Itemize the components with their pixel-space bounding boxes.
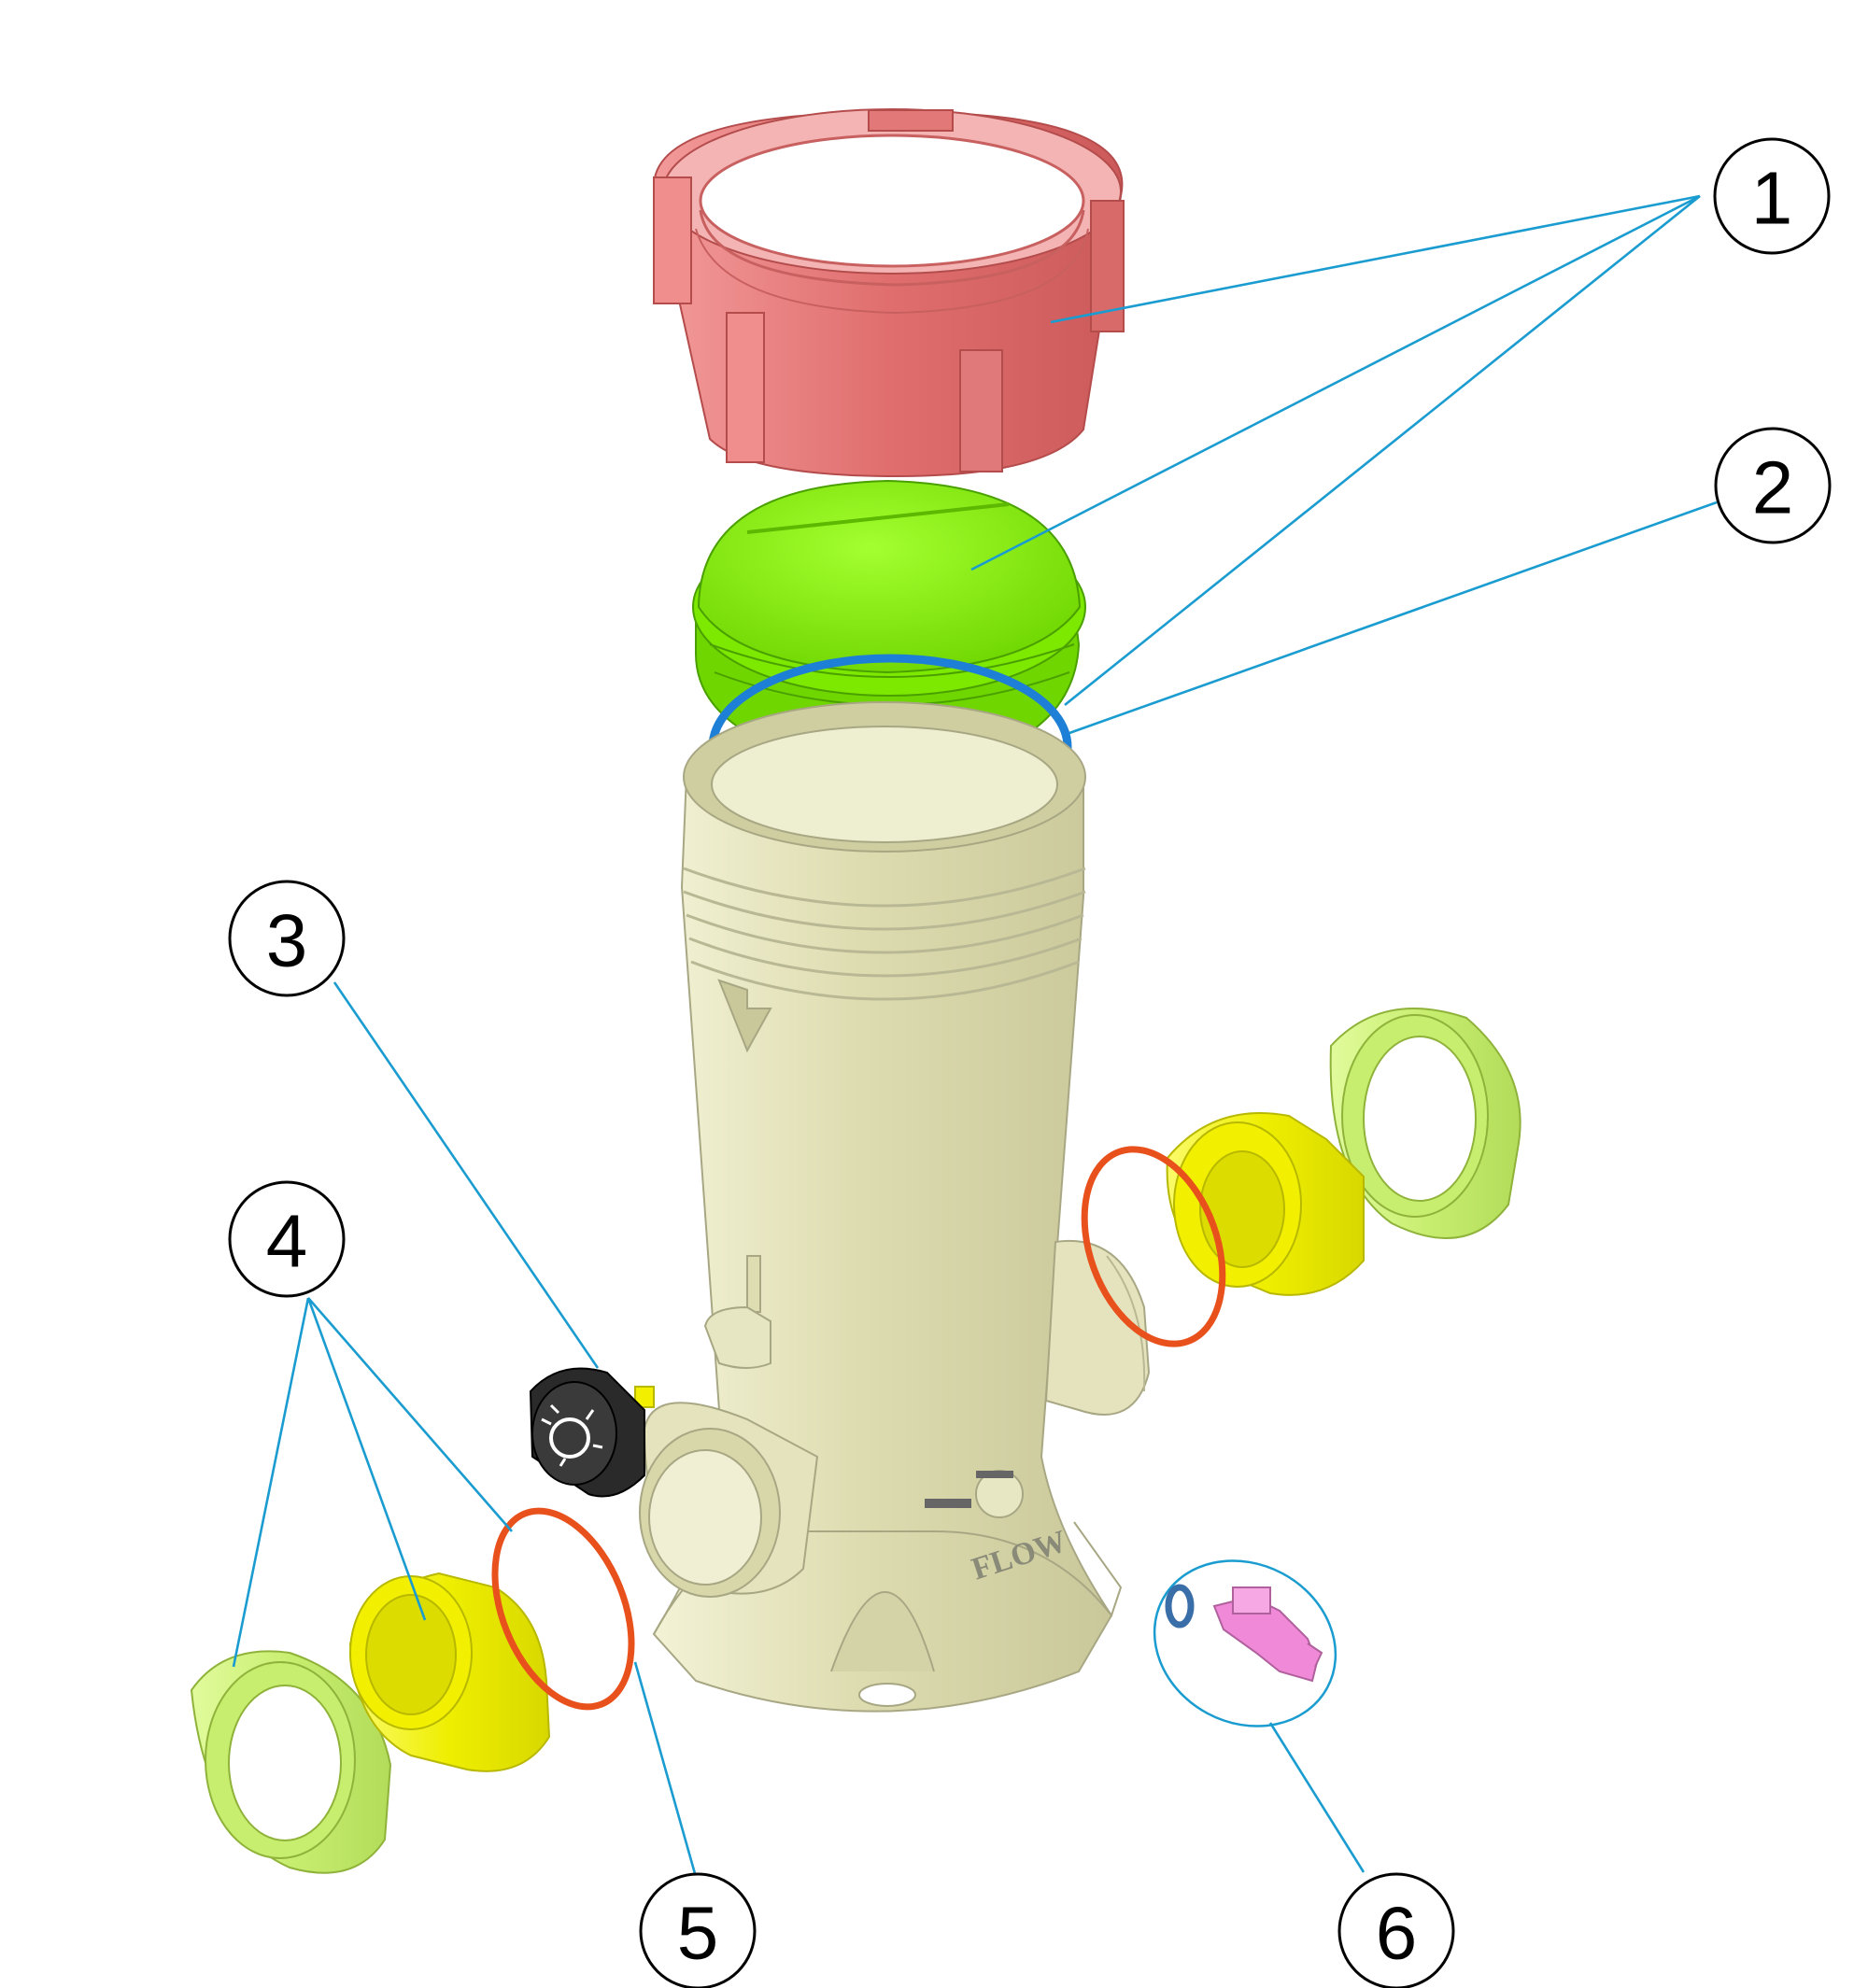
callout-2-label: 2 [1752,446,1794,529]
right-union-nut [1329,1008,1521,1239]
leader-lines [232,194,1718,1878]
leader-1-oring [1064,194,1701,707]
callout-2: 2 [1714,427,1832,544]
left-union-nut [190,1650,392,1874]
leader-3-knob [333,981,600,1369]
left-union-o-ring [491,1507,635,1711]
leader-4-nut [232,1297,310,1668]
callout-5-label: 5 [677,1892,719,1975]
drain-valve-kit [1153,1559,1337,1727]
callout-3-label: 3 [266,899,308,982]
right-union-o-ring [1081,1146,1226,1347]
leader-5-oring [633,1661,698,1878]
chlorinator-body: FLOW [639,701,1151,1713]
callout-4: 4 [228,1180,346,1298]
leader-4-oring [307,1297,513,1532]
leader-4-tail [306,1297,427,1621]
callout-6: 6 [1337,1872,1455,1988]
callout-4-label: 4 [266,1200,308,1283]
callout-1-label: 1 [1751,157,1793,240]
valve-knob [529,1367,655,1498]
leader-2-oring [1068,501,1718,735]
leader-1-ring [1050,194,1701,324]
leader-1-lid [970,194,1701,571]
leader-6-kit [1268,1722,1366,1873]
locking-ring [652,108,1125,478]
callout-6-label: 6 [1376,1892,1418,1975]
callout-3: 3 [228,880,346,997]
callout-5: 5 [639,1872,757,1988]
left-union-tail [348,1572,551,1772]
right-union-tail [1166,1112,1365,1296]
callout-1: 1 [1713,137,1831,255]
